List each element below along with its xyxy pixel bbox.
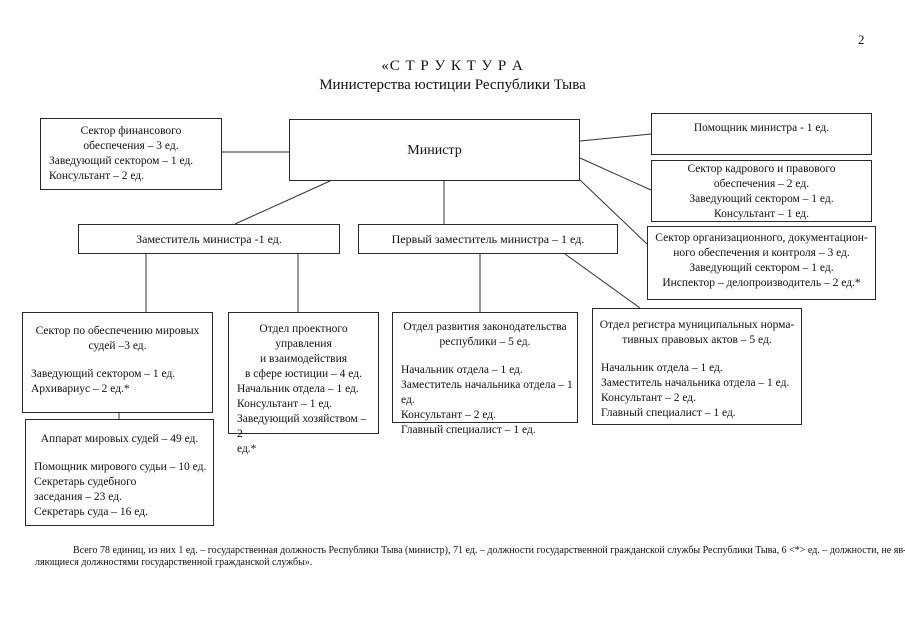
box-line: Сектор по обеспечению мировых <box>35 325 200 337</box>
box-line: Консультант – 1 ед. <box>237 398 332 410</box>
box-line: Главный специалист – 1 ед. <box>401 424 536 436</box>
box-line: ед.* <box>237 443 257 455</box>
connector-minister-deputy <box>234 180 331 225</box>
box-line: и взаимодействия <box>259 353 348 365</box>
box-line: Архивариус – 2 ед.* <box>31 383 130 395</box>
box-line: Помощник мирового судьи – 10 ед. <box>34 461 207 473</box>
box-line: Отдел регистра муниципальных норма- <box>599 319 795 331</box>
footer-line2: ляющиеся должностями государственной гра… <box>35 556 313 568</box>
box-project-management-dept: Отдел проектного управления и взаимодейс… <box>228 312 379 455</box>
box-line: Первый заместитель министра – 1 ед. <box>391 231 585 246</box>
box-legislation-development-dept: Отдел развития законодательства республи… <box>392 312 578 436</box>
box-line: тивных правовых актов – 5 ед. <box>622 334 772 346</box>
box-line: ного обеспечения и контроля – 3 ед. <box>673 247 850 259</box>
connector-first-deputy-registry <box>564 253 641 309</box>
box-minister: Министр <box>289 119 580 181</box>
box-line: заседания – 23 ед. <box>34 491 122 503</box>
box-judges-support-sector: Сектор по обеспечению мировых судей –3 е… <box>22 312 213 413</box>
chart-title: «С Т Р У К Т У Р А Министерства юстиции … <box>0 58 905 94</box>
box-line: Секретарь суда – 16 ед. <box>34 506 148 518</box>
box-line: Сектор организационного, документацион- <box>655 232 868 244</box>
box-minister-assistant: Помощник министра - 1 ед. <box>651 113 872 155</box>
box-deputy-minister: Заместитель министра -1 ед. <box>78 224 340 254</box>
box-finance-sector: Сектор финансового обеспечения – 3 ед. З… <box>40 118 222 190</box>
box-line: Консультант – 2 ед. <box>401 409 496 421</box>
box-line: Заместитель начальника отдела – 1 ед. <box>601 377 790 389</box>
box-line: Инспектор – делопроизводитель – 2 ед.* <box>662 277 861 289</box>
box-line: Заведующий сектором – 1 ед. <box>689 262 834 274</box>
box-line: Заместитель министра -1 ед. <box>136 231 282 246</box>
box-line: обеспечения – 2 ед. <box>713 178 810 190</box>
box-hr-legal-sector: Сектор кадрового и правового обеспечения… <box>651 160 872 222</box>
box-municipal-acts-registry-dept: Отдел регистра муниципальных норма- тивн… <box>592 308 802 425</box>
box-line: Главный специалист – 1 ед. <box>601 407 736 419</box>
box-line: Отдел развития законодательства <box>403 321 567 333</box>
box-line: Начальник отдела – 1 ед. <box>601 362 723 374</box>
box-line: Начальник отдела – 1 ед. <box>237 383 359 395</box>
box-line: Министр <box>407 142 462 158</box>
box-line: Отдел проектного управления <box>259 323 348 350</box>
box-line: Помощник министра - 1 ед. <box>693 122 830 134</box>
box-line: судей –3 ед. <box>88 340 147 352</box>
box-line: Заведующий сектором – 1 ед. <box>31 368 176 380</box>
connector-minister-org <box>579 179 648 245</box>
box-line: Аппарат мировых судей – 49 ед. <box>40 433 199 445</box>
box-org-documentation-sector: Сектор организационного, документацион- … <box>647 226 876 300</box>
connector-minister-hr <box>579 157 652 191</box>
box-line: Консультант – 1 ед. <box>714 208 809 220</box>
box-line: Сектор кадрового и правового <box>687 163 836 175</box>
chart-title-line1: «С Т Р У К Т У Р А <box>381 58 524 74</box>
box-line: в сфере юстиции – 4 ед. <box>245 368 362 380</box>
box-line: Сектор финансового <box>80 125 182 137</box>
box-line: Консультант – 2 ед. <box>601 392 696 404</box>
footer-line1: Всего 78 единиц, из них 1 ед. – государс… <box>73 545 905 556</box>
box-line: Начальник отдела – 1 ед. <box>401 364 523 376</box>
connector-minister-assistant <box>579 133 652 142</box>
box-first-deputy-minister: Первый заместитель министра – 1 ед. <box>358 224 618 254</box>
chart-title-line2: Министерства юстиции Республики Тыва <box>319 77 586 93</box>
page-number: 2 <box>858 32 865 47</box>
box-judges-apparatus: Аппарат мировых судей – 49 ед. Помощник … <box>25 419 214 526</box>
box-line: Секретарь судебного <box>34 476 137 488</box>
box-line: республики – 5 ед. <box>439 336 531 348</box>
box-line: Заместитель начальника отдела – 1 ед. <box>401 379 573 406</box>
footer-note: Всего 78 единиц, из них 1 ед. – государс… <box>35 545 905 568</box>
box-line: Заведующий хозяйством – 2 <box>237 413 367 440</box>
box-line: Заведующий сектором – 1 ед. <box>689 193 834 205</box>
box-line: Заведующий сектором – 1 ед. <box>49 155 194 167</box>
box-line: обеспечения – 3 ед. <box>83 140 179 152</box>
box-line: Консультант – 2 ед. <box>49 170 144 182</box>
